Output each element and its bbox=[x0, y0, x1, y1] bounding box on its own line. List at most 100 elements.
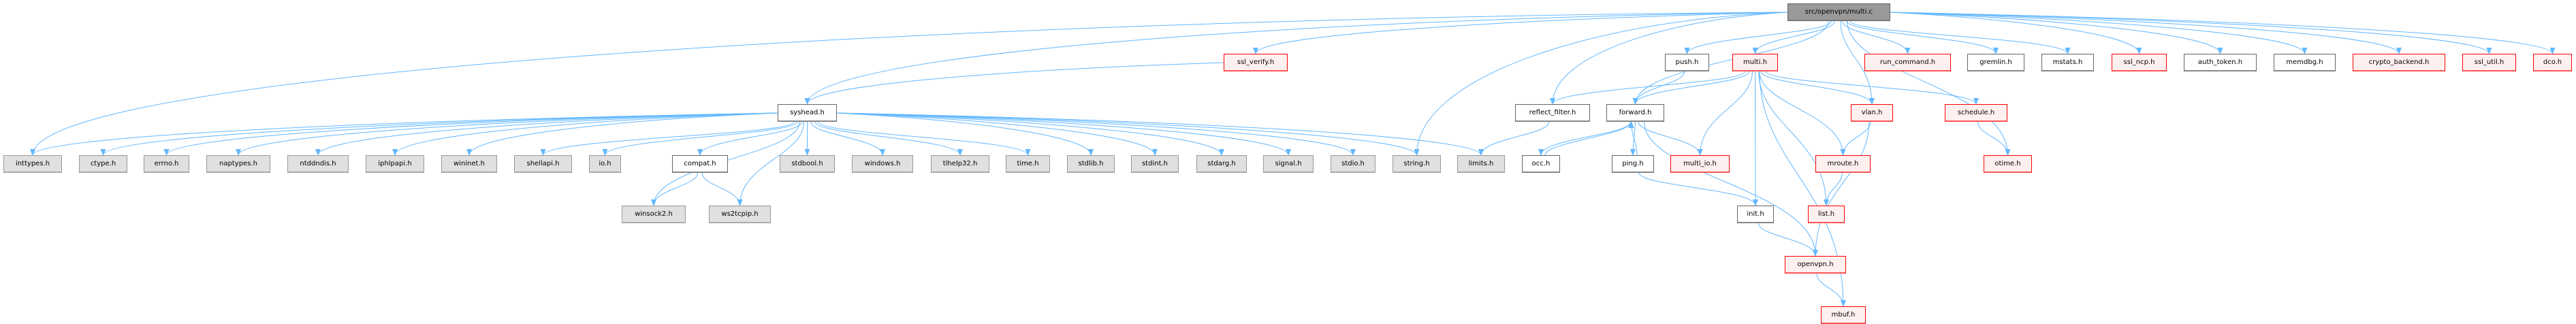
node-label: schedule.h bbox=[1957, 109, 1995, 116]
edge-multi_h-to-mroute bbox=[1759, 71, 1846, 156]
node-ssl-util[interactable]: ssl_util.h bbox=[2462, 54, 2516, 71]
node-label: iphlpapi.h bbox=[378, 160, 412, 167]
node-label: reflect_filter.h bbox=[1529, 109, 1576, 116]
node-dco[interactable]: dco.h bbox=[2533, 54, 2572, 71]
edge-ping-to-init bbox=[1638, 172, 1758, 206]
edge-multi_c-to-string bbox=[1414, 12, 1788, 156]
node-mstats[interactable]: mstats.h bbox=[2041, 54, 2094, 71]
node-forward[interactable]: forward.h bbox=[1606, 104, 1664, 122]
edge-syshead-to-errno bbox=[163, 112, 778, 156]
node-otime[interactable]: otime.h bbox=[1984, 155, 2032, 173]
node-mbuf[interactable]: mbuf.h bbox=[1821, 306, 1866, 324]
edge-openvpn-to-mbuf bbox=[1816, 273, 1846, 307]
edge-multi_c-to-memdbg bbox=[1890, 12, 2308, 54]
edge-syshead-to-compat bbox=[697, 121, 803, 156]
node-label: multi_io.h bbox=[1683, 160, 1717, 167]
node-crypto-backend[interactable]: crypto_backend.h bbox=[2353, 54, 2445, 71]
node-memdbg[interactable]: memdbg.h bbox=[2274, 54, 2336, 71]
node-schedule[interactable]: schedule.h bbox=[1945, 104, 2007, 122]
node-tlhelp32[interactable]: tlhelp32.h bbox=[931, 155, 989, 173]
node-naptypes[interactable]: naptypes.h bbox=[206, 155, 270, 173]
edge-ping-to-forward bbox=[1628, 121, 1638, 156]
node-time[interactable]: time.h bbox=[1006, 155, 1050, 173]
node-auth-token[interactable]: auth_token.h bbox=[2184, 54, 2257, 71]
node-multi-h[interactable]: multi.h bbox=[1732, 54, 1778, 71]
node-vlan[interactable]: vlan.h bbox=[1851, 104, 1893, 122]
edge-syshead-to-ntddndis bbox=[315, 112, 778, 156]
node-label: ssl_util.h bbox=[2474, 59, 2505, 66]
edge-reflect_filter-to-limits bbox=[1478, 121, 1550, 156]
node-stdio[interactable]: stdio.h bbox=[1331, 155, 1376, 173]
edge-multi_c-to-mstats bbox=[1849, 20, 2071, 54]
node-ssl-verify[interactable]: ssl_verify.h bbox=[1224, 54, 1288, 71]
node-multi-c[interactable]: src/openvpn/multi.c bbox=[1787, 3, 1890, 21]
node-label: time.h bbox=[1017, 160, 1039, 167]
node-compat[interactable]: compat.h bbox=[672, 155, 728, 173]
node-wininet[interactable]: wininet.h bbox=[441, 155, 497, 173]
node-winsock2[interactable]: winsock2.h bbox=[622, 206, 686, 223]
node-label: ssl_ncp.h bbox=[2123, 59, 2155, 66]
node-label: mroute.h bbox=[1827, 160, 1859, 167]
edge-syshead-to-naptypes bbox=[236, 112, 778, 156]
node-signal[interactable]: signal.h bbox=[1263, 155, 1314, 173]
edge-multi_c-to-vlan bbox=[1840, 20, 1875, 105]
node-label: windows.h bbox=[864, 160, 901, 167]
node-ws2tcpip[interactable]: ws2tcpip.h bbox=[709, 206, 771, 223]
node-stdarg[interactable]: stdarg.h bbox=[1196, 155, 1247, 173]
node-label: auth_token.h bbox=[2197, 59, 2243, 66]
node-ntddndis[interactable]: ntddndis.h bbox=[287, 155, 349, 173]
edge-syshead-to-ctype bbox=[100, 112, 778, 156]
node-openvpn[interactable]: openvpn.h bbox=[1785, 256, 1846, 274]
node-ping[interactable]: ping.h bbox=[1612, 155, 1654, 173]
edge-syshead-to-stdlib bbox=[836, 112, 1094, 156]
node-init[interactable]: init.h bbox=[1737, 206, 1774, 223]
node-limits[interactable]: limits.h bbox=[1457, 155, 1505, 173]
node-stdbool[interactable]: stdbool.h bbox=[780, 155, 835, 173]
node-label: tlhelp32.h bbox=[942, 160, 978, 167]
node-label: ping.h bbox=[1622, 160, 1644, 167]
node-multi-io[interactable]: multi_io.h bbox=[1670, 155, 1730, 173]
node-shellapi[interactable]: shellapi.h bbox=[514, 155, 572, 173]
node-label: inttypes.h bbox=[15, 160, 50, 167]
edge-multi_c-to-reflect_filter bbox=[1550, 12, 1788, 105]
node-string[interactable]: string.h bbox=[1393, 155, 1441, 173]
node-mroute[interactable]: mroute.h bbox=[1815, 155, 1871, 173]
node-iphlpapi[interactable]: iphlpapi.h bbox=[366, 155, 424, 173]
edge-syshead-to-io bbox=[602, 121, 798, 156]
node-inttypes[interactable]: inttypes.h bbox=[3, 155, 62, 173]
node-stdint[interactable]: stdint.h bbox=[1131, 155, 1179, 173]
node-label: vlan.h bbox=[1861, 109, 1883, 116]
node-label: ctype.h bbox=[90, 160, 116, 167]
node-push[interactable]: push.h bbox=[1665, 54, 1709, 71]
node-label: shellapi.h bbox=[526, 160, 560, 167]
edge-multi_c-to-otime bbox=[1847, 20, 2011, 156]
edge-forward-to-occ bbox=[1538, 121, 1632, 156]
node-run-command[interactable]: run_command.h bbox=[1864, 54, 1951, 71]
edge-syshead-to-inttypes bbox=[30, 112, 778, 156]
node-ctype[interactable]: ctype.h bbox=[79, 155, 127, 173]
node-label: list.h bbox=[1817, 210, 1835, 218]
node-errno[interactable]: errno.h bbox=[144, 155, 189, 173]
node-syshead[interactable]: syshead.h bbox=[778, 104, 837, 122]
node-stdlib[interactable]: stdlib.h bbox=[1067, 155, 1115, 173]
edge-syshead-to-ws2tcpip bbox=[737, 121, 805, 206]
node-windows[interactable]: windows.h bbox=[852, 155, 913, 173]
node-occ[interactable]: occ.h bbox=[1522, 155, 1560, 173]
edge-vlan-to-openvpn bbox=[1813, 121, 1870, 257]
node-label: init.h bbox=[1747, 210, 1764, 218]
node-label: winsock2.h bbox=[635, 210, 673, 218]
edge-forward-to-openvpn bbox=[1644, 121, 1818, 257]
node-io[interactable]: io.h bbox=[589, 155, 621, 173]
node-label: stdbool.h bbox=[791, 160, 823, 167]
node-label: ntddndis.h bbox=[300, 160, 336, 167]
edge-syshead-to-wininet bbox=[466, 112, 778, 156]
node-label: gremlin.h bbox=[1979, 59, 2012, 66]
edge-multi_c-to-ssl_verify bbox=[1253, 12, 1788, 54]
node-gremlin[interactable]: gremlin.h bbox=[1967, 54, 2024, 71]
node-reflect-filter[interactable]: reflect_filter.h bbox=[1515, 104, 1590, 122]
edge-multi_c-to-multi_h bbox=[1752, 20, 1835, 54]
edge-syshead-to-tlhelp32 bbox=[814, 121, 963, 156]
node-list[interactable]: list.h bbox=[1808, 206, 1845, 223]
node-label: forward.h bbox=[1619, 109, 1652, 116]
node-ssl-ncp[interactable]: ssl_ncp.h bbox=[2112, 54, 2167, 71]
